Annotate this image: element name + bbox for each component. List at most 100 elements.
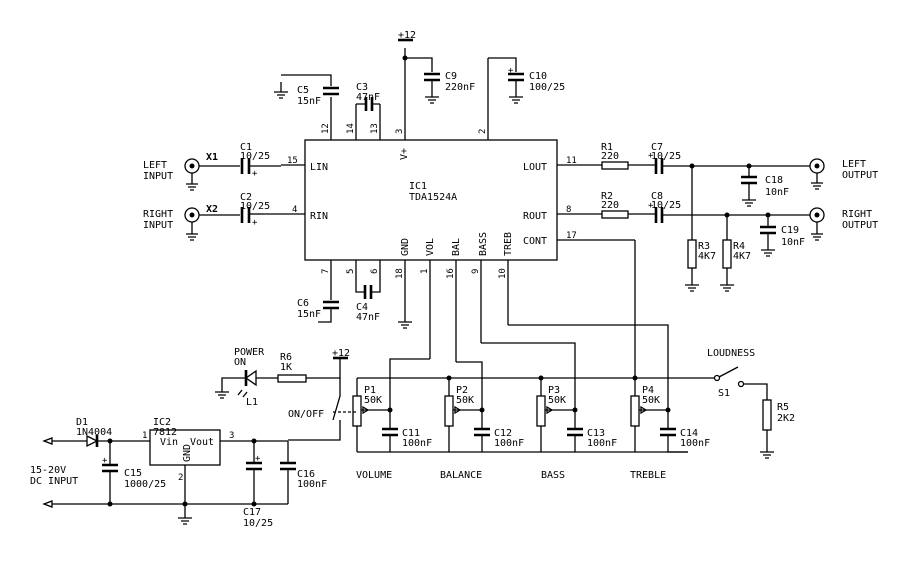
c1-value: 10/25 bbox=[240, 151, 270, 162]
c15-capacitor: + C15 1000/25 bbox=[102, 441, 166, 507]
p3-ref: P3 bbox=[548, 385, 560, 396]
c14-capacitor: C14 100nF bbox=[660, 410, 710, 453]
d1-diode: D1 1N4004 bbox=[76, 417, 150, 448]
p3-function: BASS bbox=[541, 470, 565, 481]
dc-input: 15-20V DC INPUT bbox=[30, 437, 288, 508]
pin-6: 6 bbox=[370, 269, 380, 274]
c4-ref: C4 bbox=[356, 302, 368, 313]
svg-text:+: + bbox=[255, 454, 261, 464]
onoff-switch: +12 ON/OFF bbox=[288, 348, 356, 441]
led-label-1: POWER bbox=[234, 347, 265, 358]
ic1-rout-label: ROUT bbox=[523, 211, 547, 222]
svg-text:+: + bbox=[648, 151, 654, 161]
c19-ref: C19 bbox=[781, 225, 799, 236]
ic1-gnd-label: GND bbox=[400, 238, 411, 256]
p4-function: TREBLE bbox=[630, 470, 666, 481]
r4-ref: R4 bbox=[733, 241, 745, 252]
pin-17: 17 bbox=[566, 231, 577, 241]
right-output: RIGHT OUTPUT bbox=[809, 207, 878, 241]
output-junctions bbox=[689, 163, 771, 218]
r6-value: 1K bbox=[280, 362, 292, 373]
left-output-label-1: LEFT bbox=[842, 159, 866, 170]
control-wiring bbox=[357, 240, 715, 453]
c13-ref: C13 bbox=[587, 428, 605, 439]
ic2-gnd-label: GND bbox=[182, 444, 193, 462]
right-input: RIGHT INPUT X2 bbox=[143, 204, 240, 241]
pin-15: 15 bbox=[287, 156, 298, 166]
r4-resistor: R4 4K7 bbox=[720, 215, 751, 292]
c16-ref: C16 bbox=[297, 469, 315, 480]
dc-input-label-2: DC INPUT bbox=[30, 476, 78, 487]
c13-capacitor: C13 100nF bbox=[567, 410, 617, 452]
left-input: LEFT INPUT X1 bbox=[143, 152, 240, 191]
c18-value: 10nF bbox=[765, 187, 789, 198]
c17-value: 10/25 bbox=[243, 518, 273, 529]
pin-13: 13 bbox=[370, 123, 380, 134]
p3-potentiometer: P3 50K BASS bbox=[536, 378, 578, 481]
c3-value: 47nF bbox=[356, 92, 380, 103]
ic1-lin-label: LIN bbox=[310, 162, 328, 173]
pin-1: 1 bbox=[420, 269, 430, 274]
r5-resistor: R5 2K2 bbox=[760, 399, 795, 459]
pin-5: 5 bbox=[346, 269, 356, 274]
p1-ref: P1 bbox=[364, 385, 376, 396]
loudness-label: LOUDNESS bbox=[707, 348, 755, 359]
c16-value: 100nF bbox=[297, 479, 327, 490]
right-output-label-2: OUTPUT bbox=[842, 220, 878, 231]
c3-ref: C3 bbox=[356, 82, 368, 93]
dc-plus-arrow-icon bbox=[42, 437, 53, 445]
pin-11: 11 bbox=[566, 156, 577, 166]
svg-text:+: + bbox=[252, 169, 258, 179]
pin-2: 2 bbox=[478, 129, 488, 134]
x2-ref: X2 bbox=[206, 204, 218, 215]
c9-value: 220nF bbox=[445, 82, 475, 93]
r1-resistor: R1 220 bbox=[601, 142, 655, 170]
loudness-switch: LOUDNESS S1 bbox=[707, 348, 768, 400]
c15-ref: C15 bbox=[124, 468, 142, 479]
c11-capacitor: C11 100nF bbox=[382, 410, 432, 452]
c16-capacitor: C16 100nF bbox=[280, 441, 327, 504]
ic1-lout-label: LOUT bbox=[523, 162, 547, 173]
gnd-pin-ground bbox=[398, 321, 412, 329]
ic2-ref: IC2 bbox=[153, 417, 171, 428]
p2-ref: P2 bbox=[456, 385, 468, 396]
ic2-regulator: Vin Vout GND IC2 7812 7812 1 3 2 bbox=[142, 417, 288, 525]
r1-value: 220 bbox=[601, 151, 619, 162]
pin-9: 9 bbox=[471, 269, 481, 274]
c7-ref: C7 bbox=[651, 142, 663, 153]
left-input-label-2: INPUT bbox=[143, 171, 173, 182]
c4-capacitor: C4 47nF bbox=[355, 280, 381, 323]
r3-ref: R3 bbox=[698, 241, 710, 252]
ic1-ref: IC1 bbox=[409, 181, 427, 192]
r1-ref: R1 bbox=[601, 142, 613, 153]
c12-value: 100nF bbox=[494, 438, 524, 449]
dc-minus-arrow-icon bbox=[42, 500, 53, 508]
p3-value: 50K bbox=[548, 395, 566, 406]
c6-capacitor: C6 15nF bbox=[297, 298, 339, 323]
ic2-vin-label: Vin bbox=[160, 437, 178, 448]
s1-ref: S1 bbox=[718, 388, 730, 399]
c12-ref: C12 bbox=[494, 428, 512, 439]
c10-value: 100/25 bbox=[529, 82, 565, 93]
d1-ref: D1 bbox=[76, 417, 88, 428]
pin-3: 3 bbox=[395, 129, 405, 134]
left-input-label-1: LEFT bbox=[143, 160, 167, 171]
ic1-rin-label: RIN bbox=[310, 211, 328, 222]
c9-ref: C9 bbox=[445, 71, 457, 82]
c2-capacitor: + C2 10/25 bbox=[240, 192, 270, 228]
ic1-bal-label: BAL bbox=[451, 238, 462, 256]
pin-10: 10 bbox=[498, 268, 508, 279]
c4-value: 47nF bbox=[356, 312, 380, 323]
ic1-pin-stubs bbox=[264, 48, 635, 362]
right-input-label-1: RIGHT bbox=[143, 209, 173, 220]
ic1-bass-label: BASS bbox=[478, 232, 489, 256]
c5-ref: C5 bbox=[297, 85, 309, 96]
c3-capacitor: C3 47nF bbox=[356, 82, 380, 111]
c1-capacitor: + C1 10/25 bbox=[240, 142, 281, 179]
pin-8: 8 bbox=[566, 205, 571, 215]
p2-potentiometer: P2 50K BALANCE bbox=[440, 378, 485, 481]
supply-switch-label: +12 bbox=[332, 348, 350, 359]
c7-capacitor: + C7 10/25 bbox=[648, 142, 810, 174]
ic2-pin-1: 1 bbox=[142, 431, 147, 441]
c11-value: 100nF bbox=[402, 438, 432, 449]
